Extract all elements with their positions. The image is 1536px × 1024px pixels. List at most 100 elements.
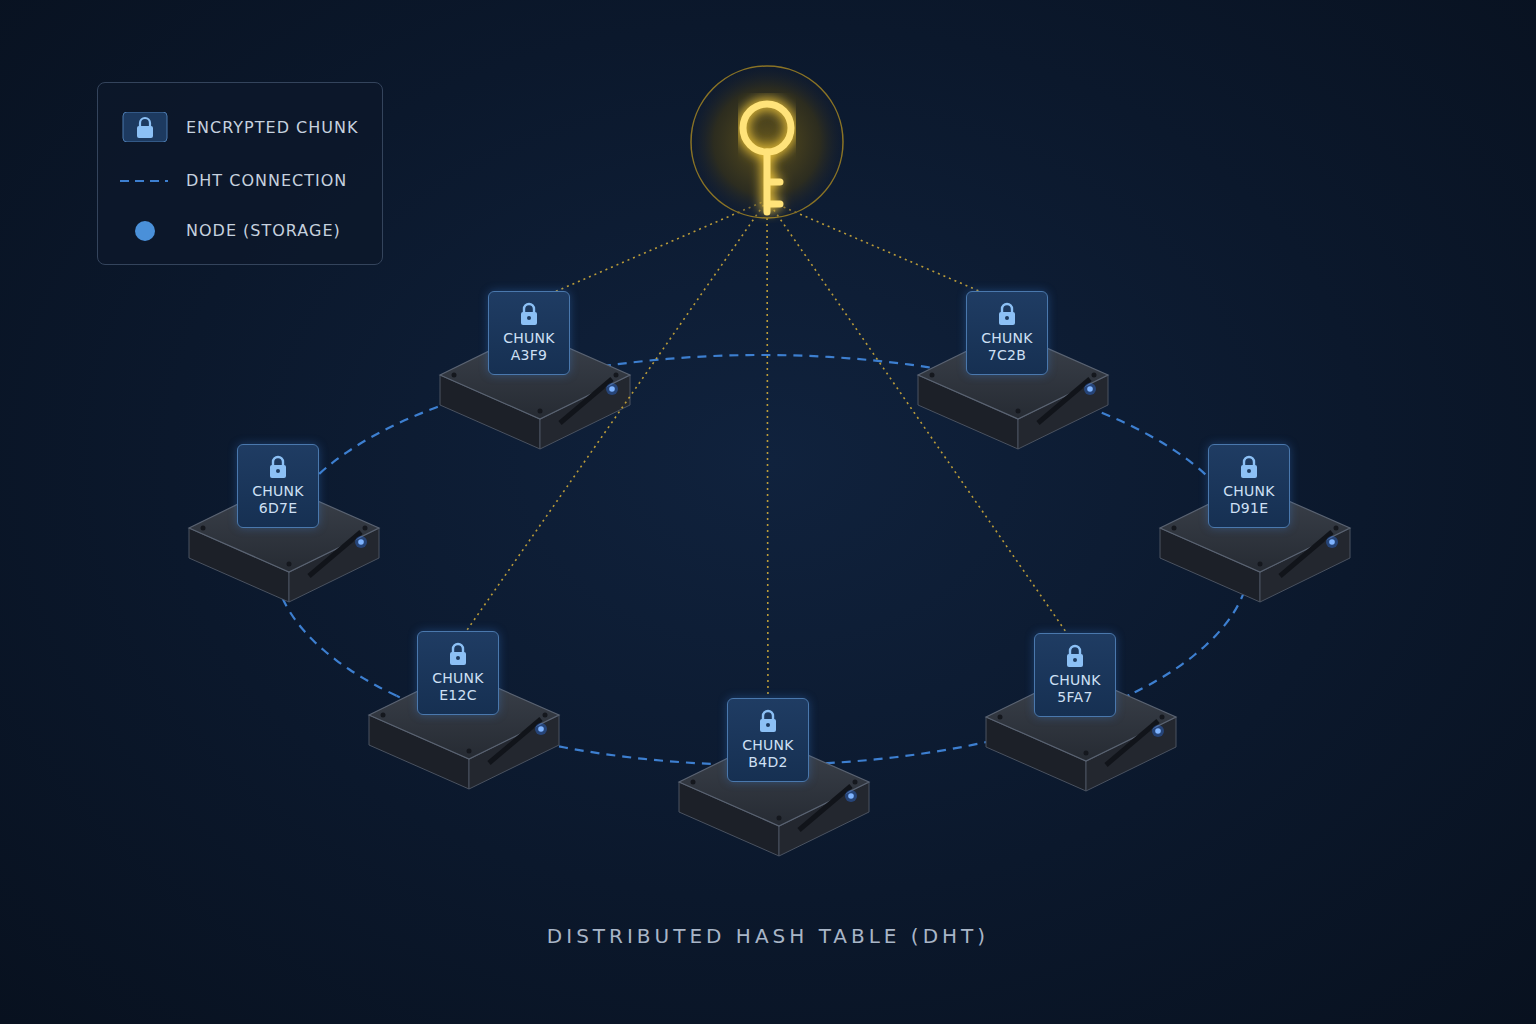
server-slot <box>489 719 541 763</box>
key-blade <box>767 152 780 212</box>
server-screw <box>467 749 472 754</box>
storage-server <box>679 738 869 856</box>
chunk-tile: CHUNK 5FA7 <box>1034 633 1116 717</box>
chunk-tile: CHUNK 7C2B <box>966 291 1048 375</box>
server-top <box>918 331 1108 419</box>
key-link <box>767 200 1075 645</box>
server-screw <box>1092 373 1097 378</box>
server-screw <box>538 409 543 414</box>
lock-icon <box>757 709 779 733</box>
server-slot <box>799 786 851 830</box>
chunk-label: CHUNK D91E <box>1218 483 1280 517</box>
led-glow <box>355 536 367 548</box>
legend-box: ENCRYPTED CHUNK DHT CONNECTION NODE (STORA… <box>97 82 383 265</box>
chunk-label: CHUNK A3F9 <box>498 330 560 364</box>
server-top <box>440 331 630 419</box>
lock-icon <box>447 642 469 666</box>
legend-chunk-icon <box>120 112 170 142</box>
status-led <box>848 793 854 799</box>
server-slot <box>309 532 361 576</box>
caption: DISTRIBUTED HASH TABLE (DHT) <box>0 924 1536 948</box>
lock-icon <box>518 302 540 326</box>
led-glow <box>535 723 547 735</box>
server-screw <box>287 562 292 567</box>
server-screw <box>998 715 1003 720</box>
legend-row: NODE (STORAGE) <box>98 215 382 245</box>
storage-server <box>189 484 379 602</box>
key-bow <box>743 104 791 152</box>
led-glow <box>845 790 857 802</box>
key-lines <box>458 200 1075 710</box>
led-glow <box>1152 725 1164 737</box>
server-slot <box>1038 379 1090 423</box>
chunk-label: CHUNK 7C2B <box>976 330 1038 364</box>
server-screw <box>853 780 858 785</box>
server-screw <box>691 780 696 785</box>
server-top <box>1160 484 1350 572</box>
server-screw <box>1160 715 1165 720</box>
chunk-tile: CHUNK A3F9 <box>488 291 570 375</box>
server-screw <box>1084 751 1089 756</box>
led-glow <box>1084 383 1096 395</box>
led-glow <box>1326 536 1338 548</box>
key-link <box>529 200 767 303</box>
storage-servers <box>189 331 1350 856</box>
legend-row: DHT CONNECTION <box>98 165 382 195</box>
server-screw <box>201 526 206 531</box>
storage-server <box>918 331 1108 449</box>
server-top <box>369 671 559 759</box>
key-halo <box>691 66 843 218</box>
chunk-label: CHUNK B4D2 <box>737 737 799 771</box>
chunk-tile: CHUNK E12C <box>417 631 499 715</box>
server-top <box>679 738 869 826</box>
server-screw <box>930 373 935 378</box>
lock-icon <box>996 302 1018 326</box>
legend-row: ENCRYPTED CHUNK <box>98 112 382 142</box>
chunk-label: CHUNK 5FA7 <box>1044 672 1106 706</box>
led-glow <box>606 383 618 395</box>
chunk-label: CHUNK E12C <box>427 670 489 704</box>
server-screw <box>1016 409 1021 414</box>
lock-icon <box>267 455 289 479</box>
legend-swatch <box>120 215 170 245</box>
legend-dash-sample <box>120 165 170 195</box>
legend-label: DHT CONNECTION <box>186 171 347 190</box>
server-screw <box>1172 526 1177 531</box>
status-led <box>538 726 544 732</box>
chunk-label: CHUNK 6D7E <box>247 483 309 517</box>
server-top <box>986 673 1176 761</box>
server-slot <box>560 379 612 423</box>
status-led <box>1329 539 1335 545</box>
server-screw <box>614 373 619 378</box>
server-slot <box>1280 532 1332 576</box>
key-link <box>767 200 768 710</box>
server-screw <box>363 526 368 531</box>
key-icon <box>691 66 843 218</box>
server-screw <box>381 713 386 718</box>
chunk-tile: CHUNK B4D2 <box>727 698 809 782</box>
storage-server <box>986 673 1176 791</box>
server-screw <box>543 713 548 718</box>
server-screw <box>1258 562 1263 567</box>
storage-server <box>440 331 630 449</box>
chunk-tile: CHUNK D91E <box>1208 444 1290 528</box>
status-led <box>609 386 615 392</box>
legend-label: ENCRYPTED CHUNK <box>186 118 358 137</box>
server-slot <box>1106 721 1158 765</box>
status-led <box>358 539 364 545</box>
storage-server <box>369 671 559 789</box>
server-screw <box>1334 526 1339 531</box>
storage-server <box>1160 484 1350 602</box>
server-screw <box>777 816 782 821</box>
server-top <box>189 484 379 572</box>
lock-icon <box>1064 644 1086 668</box>
server-screw <box>452 373 457 378</box>
lock-icon <box>1238 455 1260 479</box>
status-led <box>1155 728 1161 734</box>
key-link <box>458 200 767 643</box>
legend-label: NODE (STORAGE) <box>186 221 341 240</box>
key-link <box>767 200 1007 303</box>
status-led <box>1087 386 1093 392</box>
key-glow <box>743 104 791 212</box>
chunk-tile: CHUNK 6D7E <box>237 444 319 528</box>
